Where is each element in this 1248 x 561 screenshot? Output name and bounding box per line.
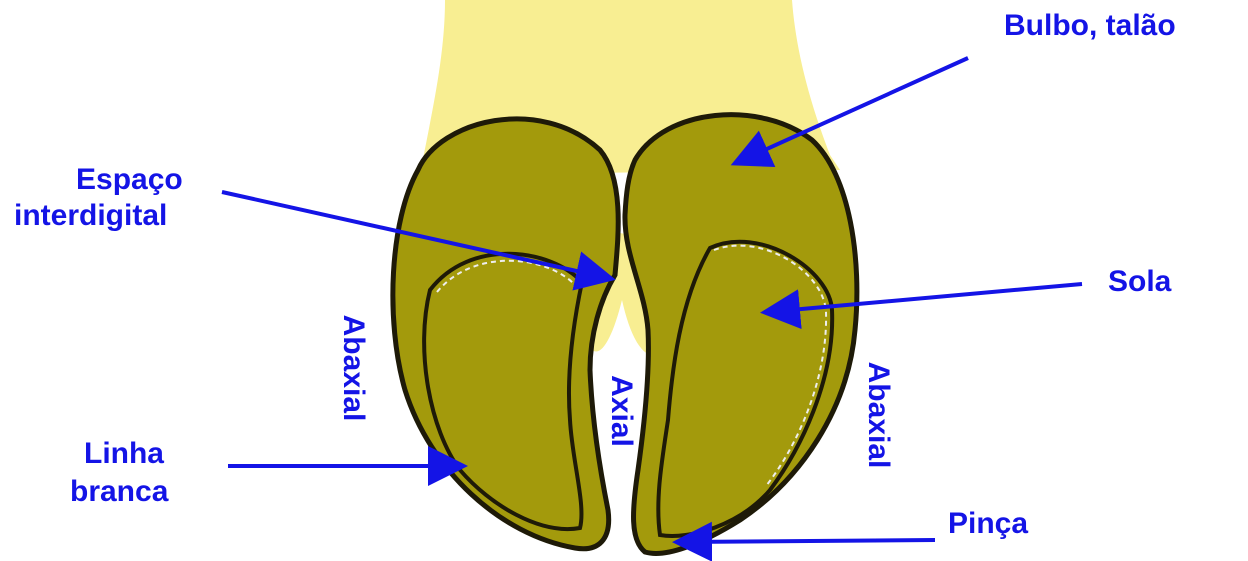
right-claw [625, 115, 857, 554]
label-linha-line2: branca [70, 474, 168, 510]
label-espaco-line2: interdigital [14, 198, 167, 234]
label-abaxial-left: Abaxial [336, 308, 370, 428]
label-sola: Sola [1108, 264, 1171, 300]
left-claw-sole [424, 254, 582, 529]
label-bulbo-talao: Bulbo, talão [1004, 8, 1176, 44]
label-linha-line1: Linha [84, 436, 164, 472]
arrow-pinca [680, 540, 935, 542]
left-claw [393, 119, 618, 549]
label-espaco-line1: Espaço [76, 162, 183, 198]
label-pinca: Pinça [948, 506, 1028, 542]
label-abaxial-right: Abaxial [861, 355, 895, 475]
label-axial: Axial [604, 366, 638, 456]
